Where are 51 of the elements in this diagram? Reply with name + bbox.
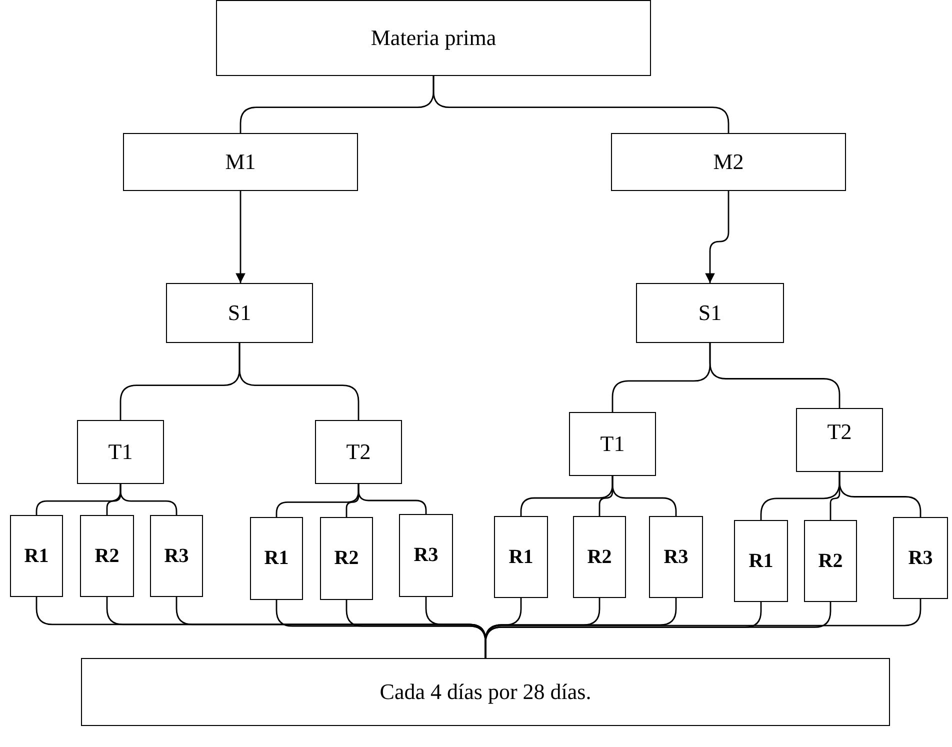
box-label: S1: [228, 300, 252, 326]
process-box: [636, 283, 784, 343]
brace-connector: [238, 343, 360, 420]
box-label: R3: [164, 544, 189, 568]
box-label: R2: [818, 550, 843, 572]
process-box: [796, 408, 883, 472]
box-label: M1: [225, 149, 256, 175]
process-box: [216, 0, 651, 76]
box-label: R3: [414, 544, 438, 567]
box-label: T2: [346, 439, 371, 465]
box-label: T2: [827, 419, 852, 445]
process-box: [250, 517, 303, 600]
brace-connector: [432, 76, 730, 133]
process-box: [77, 420, 164, 484]
box-label: R2: [94, 544, 120, 568]
box-label: R2: [587, 546, 612, 568]
process-box: [80, 515, 134, 597]
process-box: [804, 520, 857, 602]
brace-connector: [709, 343, 840, 408]
box-label: Materia prima: [370, 25, 496, 51]
arrow: [705, 191, 730, 283]
box-label: Cada 4 días por 28 días.: [380, 679, 592, 705]
process-box: [494, 516, 548, 598]
box-label: T1: [600, 431, 625, 457]
process-box: [893, 517, 948, 599]
process-box: [649, 516, 703, 598]
process-box: [10, 515, 63, 597]
box-label: M2: [713, 149, 744, 175]
box-label: R1: [24, 544, 49, 568]
box-label: R2: [334, 547, 359, 570]
process-box: [569, 412, 656, 476]
box-label: T1: [108, 439, 133, 465]
brace-connector: [612, 476, 677, 516]
box-label: R3: [908, 546, 933, 570]
box-label: S1: [698, 300, 722, 326]
process-box: [611, 133, 846, 191]
box-label: R3: [664, 546, 688, 568]
box-label: R1: [508, 546, 534, 568]
process-box: [573, 516, 626, 598]
process-box: [123, 133, 358, 191]
process-box: [166, 283, 313, 343]
arrow: [236, 191, 246, 283]
process-box: [315, 420, 402, 484]
box-label: R1: [748, 550, 774, 572]
box-label: R1: [264, 547, 289, 570]
process-box: [150, 515, 203, 597]
process-box: [734, 520, 788, 602]
process-box: [81, 658, 890, 726]
process-box: [320, 517, 373, 600]
brace-connector: [838, 472, 922, 517]
process-box: [399, 514, 453, 597]
